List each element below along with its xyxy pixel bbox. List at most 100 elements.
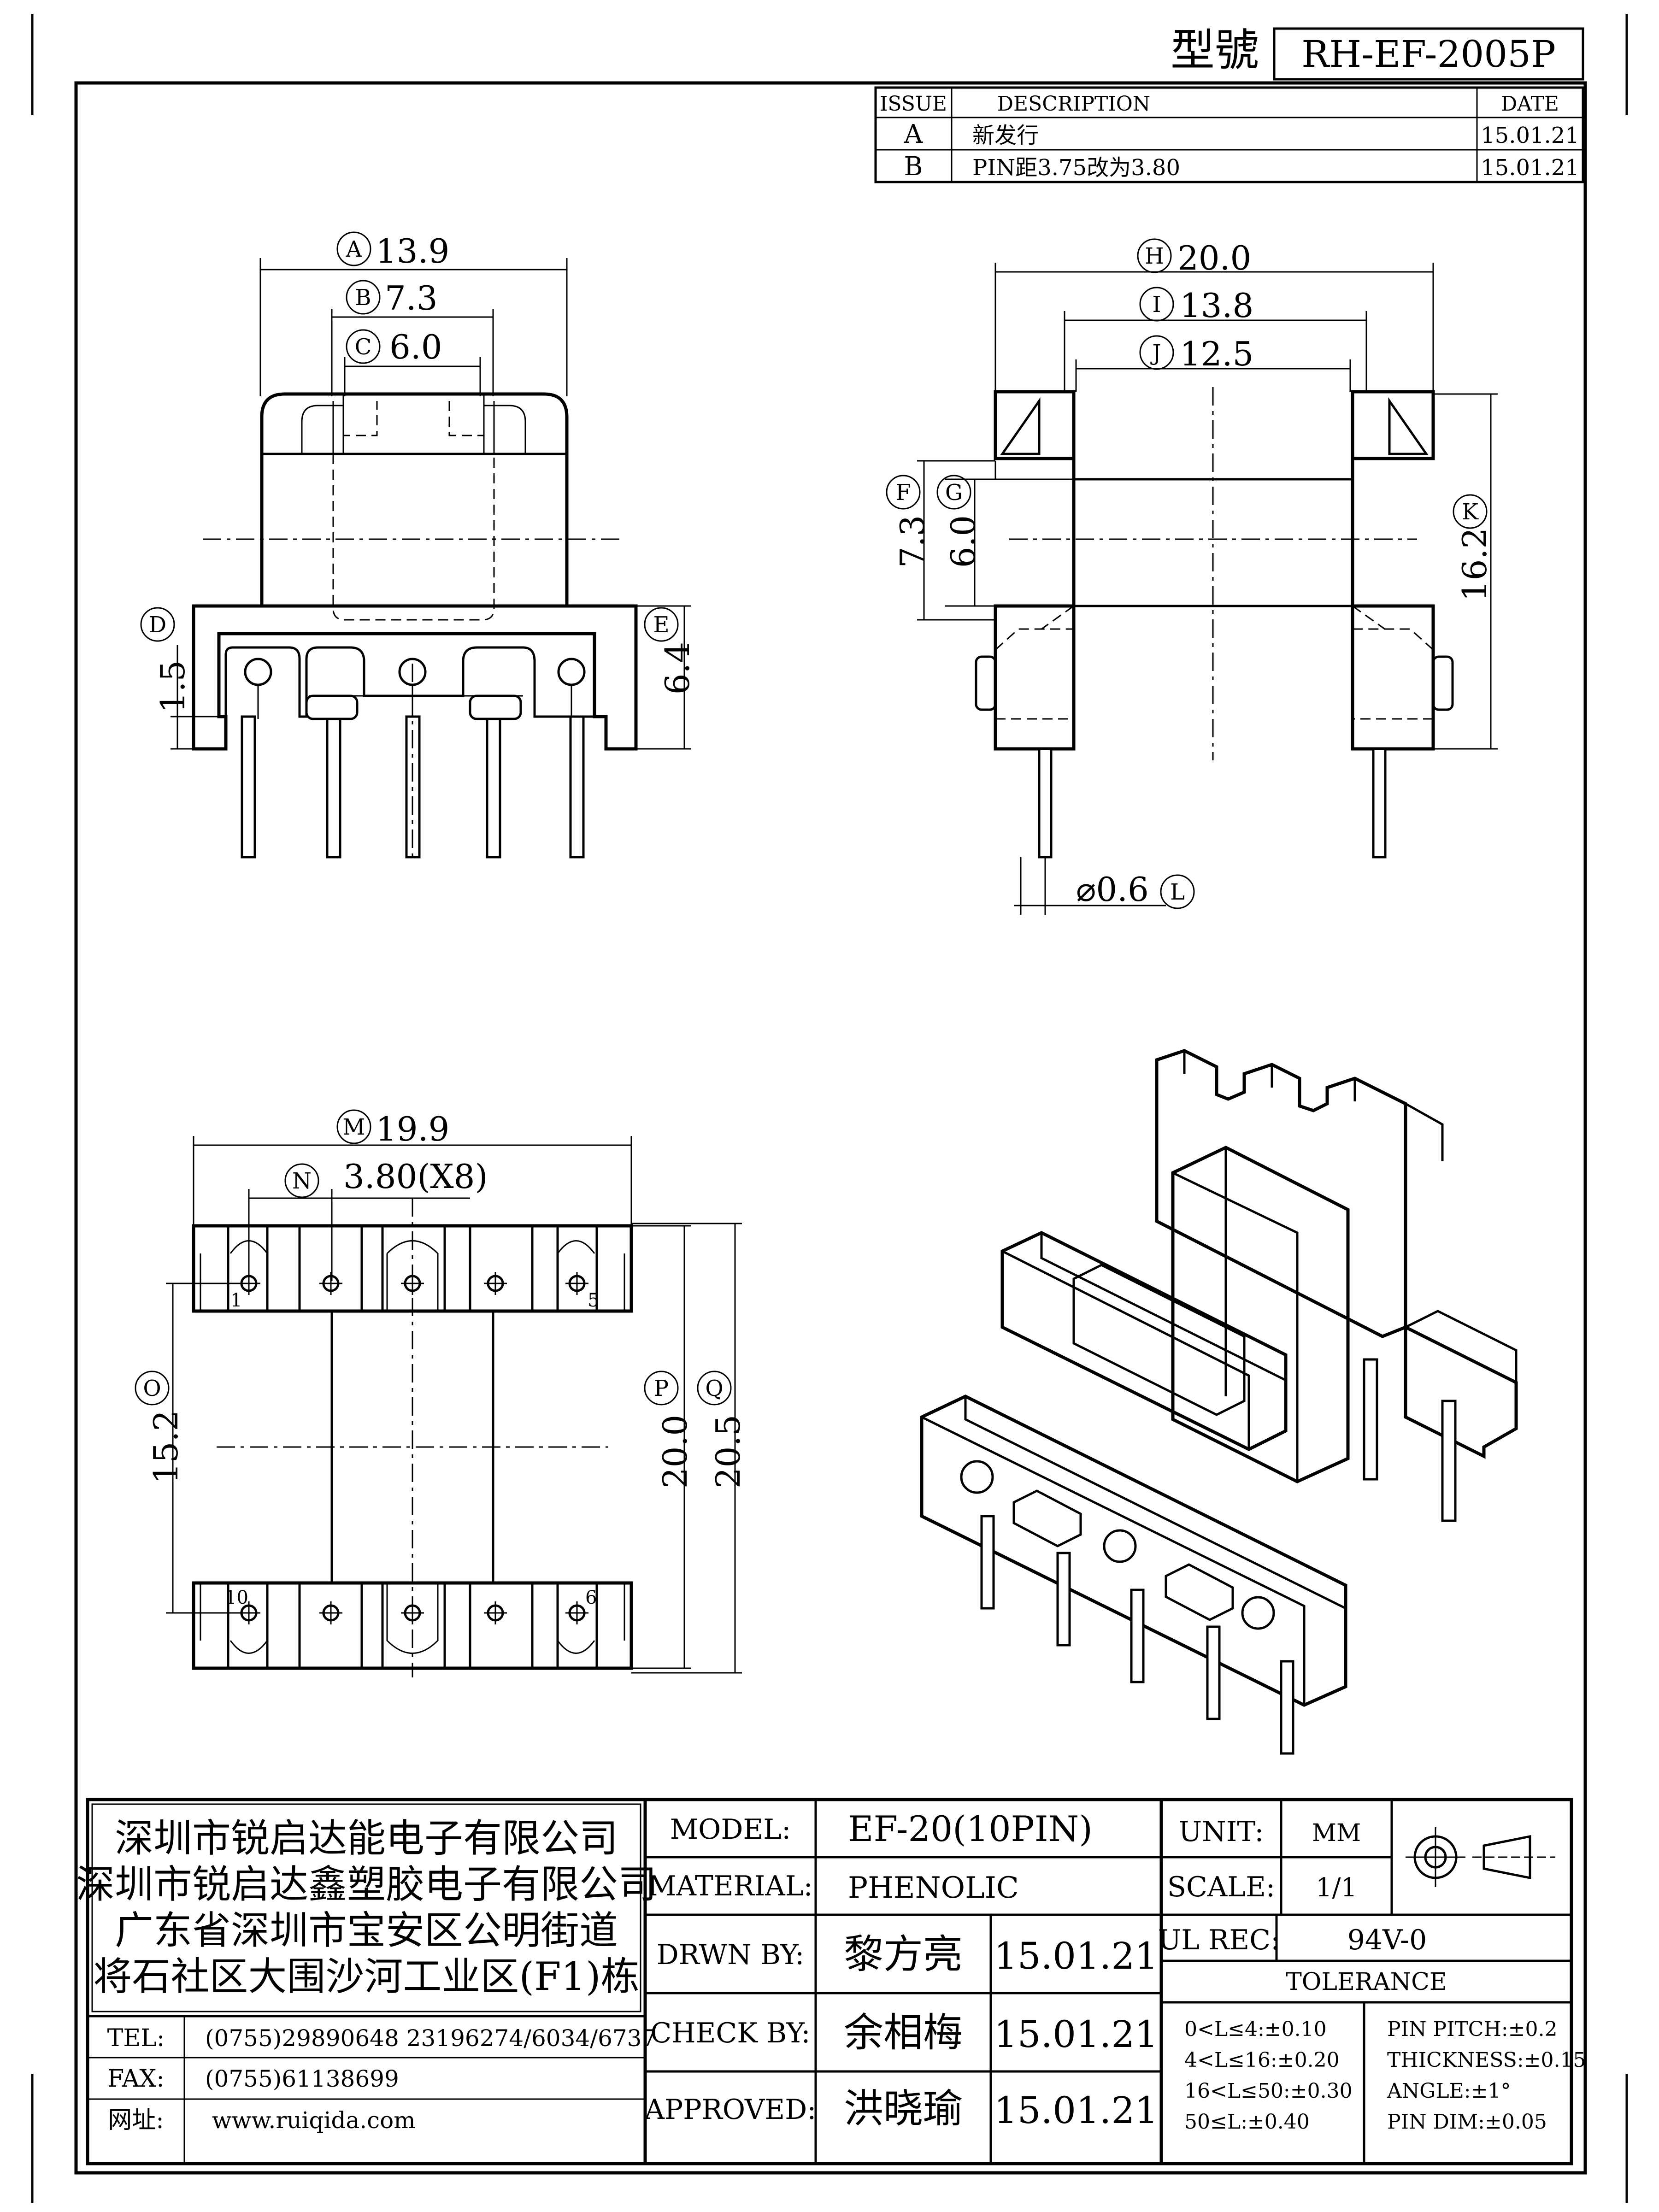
pin-label-1: 1 <box>230 1290 242 1311</box>
dim-m-value: 19.9 <box>376 1110 449 1148</box>
rev-row-date: 15.01.21 <box>1481 123 1579 148</box>
dim-b-letter: B <box>355 285 371 311</box>
tolerance-row: 0<L≤4:±0.10 <box>1184 2018 1327 2041</box>
dim-l-value: ⌀0.6 <box>1076 870 1149 909</box>
front-view: A 13.9 B 7.3 C 6.0 <box>140 231 697 859</box>
dim-f-letter: F <box>895 480 911 506</box>
unit-value: MM <box>1312 1819 1361 1847</box>
material-label: MATERIAL: <box>648 1870 813 1902</box>
dimension-d: D 1.5 <box>140 607 226 750</box>
dimension-c: C 6.0 <box>344 328 481 396</box>
dim-e-letter: E <box>653 612 669 638</box>
tolerance-row: PIN DIM:±0.05 <box>1387 2110 1547 2134</box>
dim-h-value: 20.0 <box>1177 239 1251 277</box>
dim-i-value: 13.8 <box>1180 286 1253 325</box>
dim-k-value: 16.2 <box>1455 528 1494 601</box>
dim-e-value: 6.4 <box>658 642 697 695</box>
check-date: 15.01.21 <box>994 2013 1158 2056</box>
dim-j-letter: J <box>1150 340 1161 366</box>
dim-n-value: 3.80(X8) <box>343 1157 488 1196</box>
dim-c-letter: C <box>355 334 372 360</box>
model-number: RH-EF-2005P <box>1301 33 1556 76</box>
pin-label-6: 6 <box>585 1587 597 1608</box>
dim-k-letter: K <box>1462 499 1479 525</box>
dimension-e: E 6.4 <box>636 605 697 750</box>
revision-table: ISSUE DESCRIPTION DATE A 新发行 15.01.21 B … <box>874 86 1584 183</box>
dim-j-value: 12.5 <box>1180 335 1253 373</box>
dim-o-value: 15.2 <box>147 1410 185 1484</box>
tolerance-label: TOLERANCE <box>1286 1968 1447 1996</box>
dim-d-value: 1.5 <box>153 660 192 713</box>
dimension-j: J 12.5 <box>1075 335 1351 392</box>
iso-pins <box>980 1515 1294 1755</box>
dim-m-letter: M <box>342 1114 365 1140</box>
sheet-frame <box>31 14 1628 2203</box>
rev-header-description: DESCRIPTION <box>997 92 1151 116</box>
approved-label: APPROVED: <box>644 2094 817 2126</box>
company-line-4: 将石社区大围沙河工业区(F1)栋 <box>93 1954 639 1999</box>
pins <box>241 715 585 859</box>
tolerance-row: THICKNESS:±0.15 <box>1387 2048 1586 2072</box>
tolerance-row: 16<L≤50:±0.30 <box>1184 2079 1353 2103</box>
dimension-a: A 13.9 <box>259 231 568 396</box>
dim-d-letter: D <box>149 612 166 638</box>
title-block: 深圳市锐启达能电子有限公司 深圳市锐启达鑫塑胶电子有限公司 广东省深圳市宝安区公… <box>76 1798 1586 2165</box>
dim-g-value: 6.0 <box>944 515 982 568</box>
dim-a-letter: A <box>346 236 363 262</box>
drawn-label: DRWN BY: <box>657 1939 805 1971</box>
fax-label: FAX: <box>107 2065 165 2093</box>
dim-q-value: 20.5 <box>709 1415 747 1488</box>
ul-value: 94V-0 <box>1347 1924 1427 1956</box>
dim-i-letter: I <box>1153 292 1161 318</box>
bottom-pin-markers <box>237 1601 588 1624</box>
dimension-m: M 19.9 <box>193 1109 632 1228</box>
dim-a-value: 13.9 <box>376 232 449 271</box>
dim-p-value: 20.0 <box>656 1415 694 1488</box>
check-label: CHECK BY: <box>650 2017 810 2049</box>
bottom-pin-row <box>192 1581 633 1670</box>
rev-row-issue: A <box>904 119 923 149</box>
model-header: 型號 RH-EF-2005P <box>1171 24 1584 81</box>
drawn-date: 15.01.21 <box>994 1935 1158 1977</box>
tolerance-row: 4<L≤16:±0.20 <box>1184 2048 1340 2072</box>
dimension-i: I 13.8 <box>1064 286 1367 392</box>
scale-label: SCALE: <box>1167 1871 1275 1903</box>
web-label: 网址: <box>108 2106 164 2134</box>
ul-label: UL REC: <box>1158 1924 1280 1956</box>
iso-pin-bumps <box>960 1460 1275 1630</box>
dim-h-letter: H <box>1145 243 1164 269</box>
dimension-k: K 16.2 <box>1433 393 1498 750</box>
tel-label: TEL: <box>107 2024 165 2052</box>
dim-q-letter: Q <box>705 1376 723 1401</box>
dimension-b: B 7.3 <box>331 279 494 396</box>
dimension-l: ⌀0.6 L <box>1014 857 1195 915</box>
company-line-2: 深圳市锐启达鑫塑胶电子有限公司 <box>76 1862 657 1907</box>
fax-value: (0755)61138699 <box>205 2065 399 2092</box>
dim-p-letter: P <box>654 1376 669 1401</box>
dimension-h: H 20.0 <box>994 238 1434 392</box>
dim-f-value: 7.3 <box>893 515 932 568</box>
dim-n-letter: N <box>292 1168 312 1194</box>
dimension-g: G 6.0 <box>936 475 1074 607</box>
rev-row-description: 新发行 <box>972 123 1039 148</box>
material-value: PHENOLIC <box>848 1871 1019 1905</box>
check-value: 余相梅 <box>844 2010 963 2056</box>
projection-symbol-icon <box>1406 1827 1555 1887</box>
side-view: H 20.0 I 13.8 J 12.5 <box>886 238 1498 915</box>
web-value: www.ruiqida.com <box>212 2107 416 2134</box>
model-field-value: EF-20(10PIN) <box>848 1808 1093 1849</box>
tolerance-row: 50≤L:±0.40 <box>1184 2110 1310 2134</box>
isometric-view <box>920 1049 1518 1755</box>
dimension-f: F 7.3 <box>886 460 995 621</box>
approved-value: 洪晓瑜 <box>844 2086 963 2132</box>
dim-l-letter: L <box>1170 879 1185 905</box>
dim-g-letter: G <box>945 480 963 506</box>
drawn-value: 黎方亮 <box>844 1931 963 1977</box>
company-line-1: 深圳市锐启达能电子有限公司 <box>115 1816 618 1861</box>
dimension-q: Q 20.5 <box>631 1223 747 1674</box>
rev-row-issue: B <box>904 152 923 182</box>
dimension-n: N 3.80(X8) <box>248 1157 488 1281</box>
dimension-o: O 15.2 <box>135 1282 249 1614</box>
dim-c-value: 6.0 <box>389 328 442 366</box>
